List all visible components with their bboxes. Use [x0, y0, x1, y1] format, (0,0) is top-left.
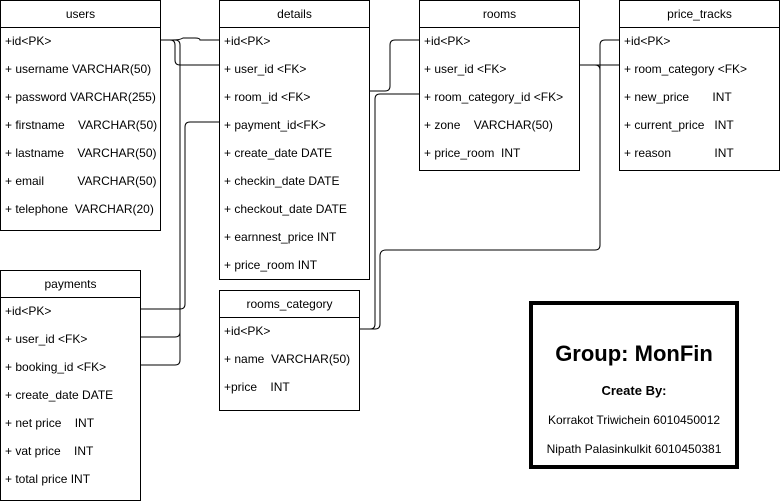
- rooms-row: + user_id <FK>: [424, 62, 507, 76]
- link-rooms-price: [580, 64, 601, 71]
- rooms-category-row: + name VARCHAR(50): [224, 352, 351, 366]
- link-payments-details: [141, 121, 219, 310]
- link-payments-booking: [141, 45, 181, 366]
- rooms-category-row: +price INT: [224, 380, 290, 394]
- users-row: + telephone VARCHAR(20): [5, 202, 154, 216]
- link-details-rooms: [370, 39, 419, 92]
- users-row: + email VARCHAR(50): [5, 174, 157, 188]
- payments-row: + create_date DATE: [5, 388, 114, 402]
- member-name: Korrakot Triwichein 6010450012: [547, 413, 721, 427]
- rooms-row: + price_room INT: [424, 146, 521, 160]
- details-row: + user_id <FK>: [224, 62, 307, 76]
- users-row: + lastname VARCHAR(50): [5, 146, 157, 160]
- details-table: details +id<PK> + user_id <FK> + room_id…: [219, 0, 370, 280]
- details-row: + checkout_date DATE: [224, 202, 347, 216]
- rooms-row: + room_category_id <FK>: [424, 90, 564, 104]
- details-row: + price_room INT: [224, 258, 318, 272]
- member-name: Nipath Palasinkulkit 6010450381: [546, 442, 722, 456]
- created-by-label: Create By:: [601, 383, 667, 398]
- rooms-title: rooms: [420, 1, 579, 28]
- rooms-category-table: rooms_category +id<PK> + name VARCHAR(50…: [219, 290, 360, 411]
- price-tracks-row: + new_price INT: [624, 90, 732, 104]
- rooms-table: rooms +id<PK> + user_id <FK> + room_cate…: [419, 0, 580, 171]
- price-tracks-row: +id<PK>: [624, 34, 671, 48]
- users-table: users +id<PK> + username VARCHAR(50) + p…: [0, 0, 161, 231]
- link-rcat-price: [360, 39, 619, 330]
- payments-row: + booking_id <FK>: [5, 360, 107, 374]
- rooms-row: +id<PK>: [424, 34, 471, 48]
- payments-table: payments +id<PK> + user_id <FK> + bookin…: [0, 270, 141, 501]
- users-row: + username VARCHAR(50): [5, 62, 152, 76]
- rooms-row: + zone VARCHAR(50): [424, 118, 553, 132]
- details-row: + create_date DATE: [224, 146, 333, 160]
- payments-row: + net price INT: [5, 416, 95, 430]
- rooms-category-row: +id<PK>: [224, 324, 271, 338]
- details-row: +id<PK>: [224, 34, 271, 48]
- price-tracks-row: + reason INT: [624, 146, 734, 160]
- payments-row: + total price INT: [5, 472, 91, 486]
- details-row: + earnnest_price INT: [224, 230, 337, 244]
- details-row: + checkin_date DATE: [224, 174, 340, 188]
- details-title: details: [220, 1, 369, 28]
- link-users-details-user: [161, 39, 219, 66]
- price-tracks-row: + room_category <FK>: [624, 62, 748, 76]
- payments-row: + user_id <FK>: [5, 332, 88, 346]
- details-row: + room_id <FK>: [224, 90, 311, 104]
- price-tracks-row: + current_price INT: [624, 118, 734, 132]
- users-title: users: [1, 1, 160, 28]
- credits-box: Group: MonFin Create By: Korrakot Triwic…: [529, 301, 739, 469]
- group-title: Group: MonFin: [555, 341, 713, 366]
- details-row: + payment_id<FK>: [224, 118, 326, 132]
- payments-title: payments: [1, 271, 140, 298]
- rooms-category-title: rooms_category: [220, 291, 359, 318]
- payments-row: +id<PK>: [5, 304, 52, 318]
- price-tracks-title: price_tracks: [620, 1, 779, 28]
- users-row: + password VARCHAR(255): [5, 90, 156, 104]
- users-row: + firstname VARCHAR(50): [5, 118, 158, 132]
- price-tracks-table: price_tracks +id<PK> + room_category <FK…: [619, 0, 780, 171]
- payments-row: + vat price INT: [5, 444, 94, 458]
- users-row: +id<PK>: [5, 34, 52, 48]
